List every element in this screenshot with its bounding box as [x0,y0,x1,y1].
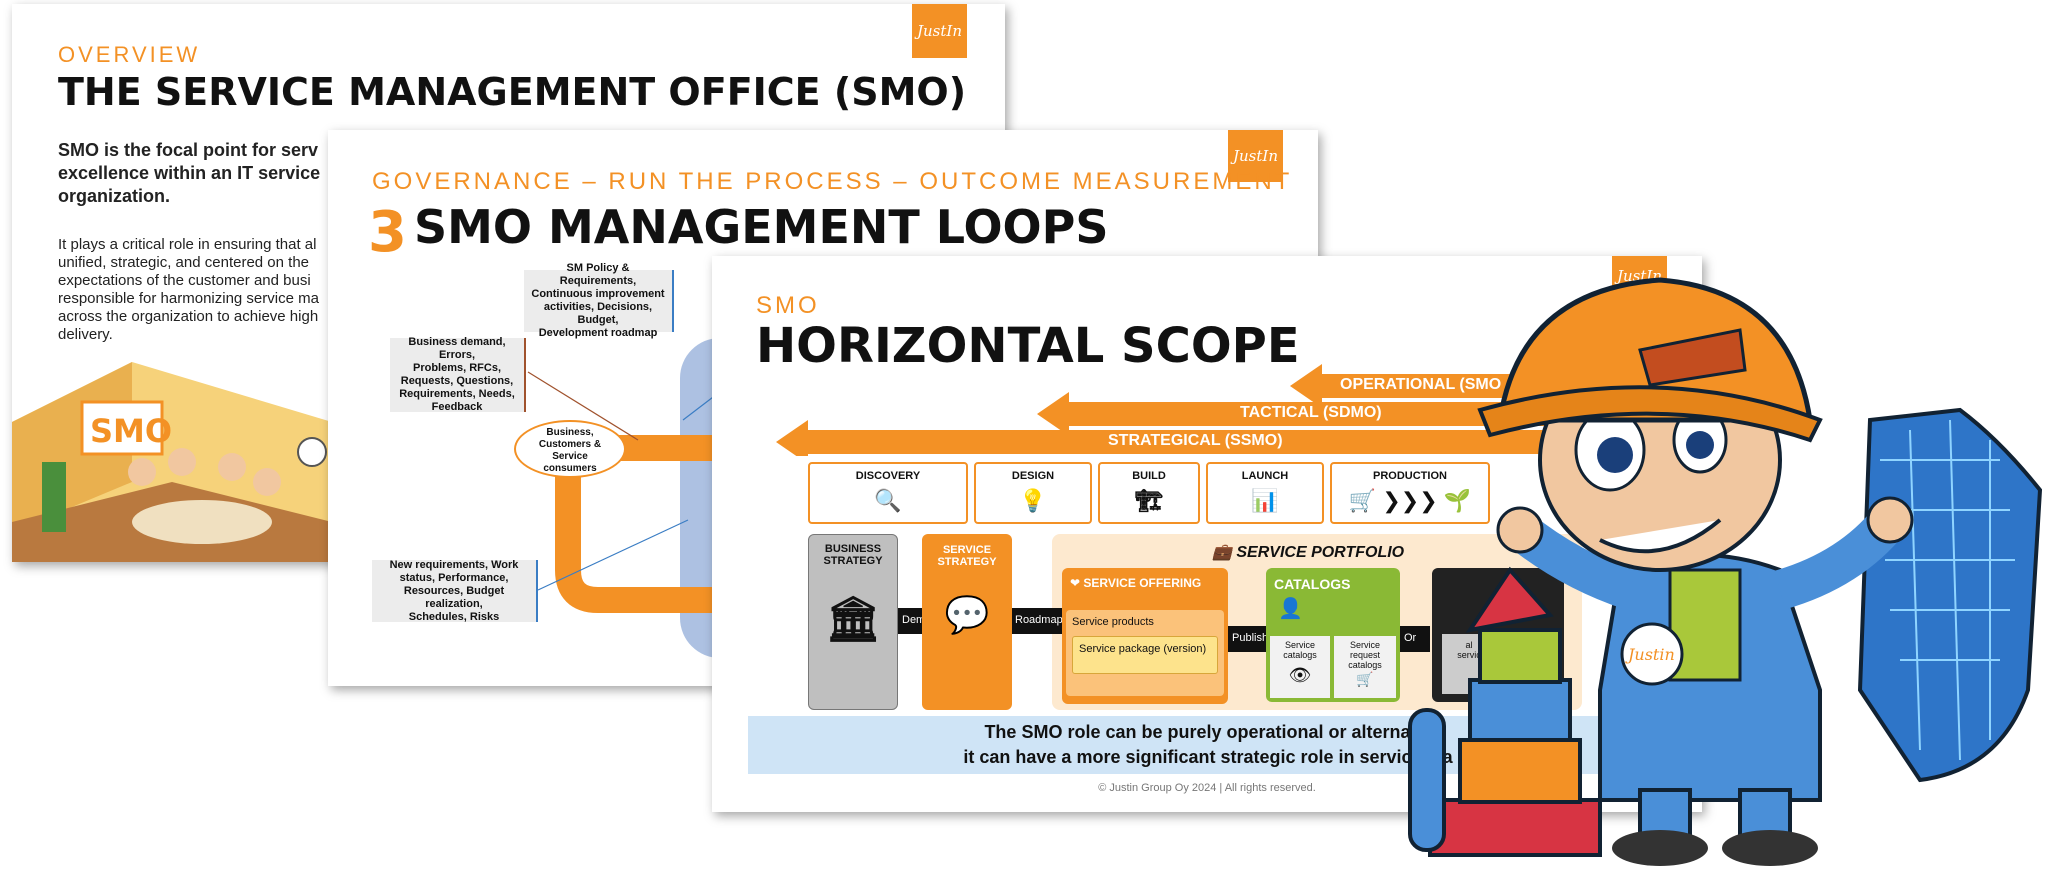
person-icon: 👤 [1278,598,1303,620]
business-strategy-block: BUSINESS STRATEGY 🏛 [808,534,898,710]
copyright-footer: © Justin Group Oy 2024 | All rights rese… [1098,782,1316,794]
heart-hand-icon: ❤ [1070,576,1084,590]
slide3-kicker: SMO [756,292,820,319]
slide2-title: SMO MANAGEMENT LOOPS [414,200,1109,254]
bank-icon: 🏛 [825,595,881,644]
order-arrow: Or [1400,626,1430,652]
phase-discovery: DISCOVERY 🔍 [808,462,968,524]
catalogs-title: CATALOGS [1274,576,1351,592]
service-request-catalogs-box: Service request catalogs 🛒 [1334,636,1396,698]
blueprint-icon [1857,407,2043,783]
arrow-tactical-label: TACTICAL (SDMO) [1240,404,1382,421]
phase-row: DISCOVERY 🔍 DESIGN 💡 BUILD 🏗 LAUNCH 📊 PR… [808,462,1688,526]
service-portfolio-title: 💼 SERVICE PORTFOLIO [1212,544,1405,561]
presentation-icon: 📊 [1251,488,1279,513]
phase-production: PRODUCTION 🛒 ❯❯❯ 🌱 [1330,462,1490,524]
service-products-box: Service products Service package (versio… [1066,610,1224,696]
slide3-title: HORIZONTAL SCOPE [756,318,1300,374]
lightbulb-icon: 💡 [1019,488,1047,513]
justin-logo: JustIn [912,4,967,58]
cart-growth-icon: 🛒 ❯❯❯ 🌱 [1348,488,1472,513]
justin-logo: JustIn [1228,130,1283,182]
briefcase-icon: 💼 [1212,544,1237,561]
mascot-badge: Justin [1625,645,1675,664]
slide2-kicker: GOVERNANCE – RUN THE PROCESS – OUTCOME M… [372,168,1293,195]
slide2-number: 3 [368,200,407,265]
phase-launch: LAUNCH 📊 [1206,462,1324,524]
box-new-requirements: New requirements, Work status, Performan… [372,559,538,623]
slide1-title: THE SERVICE MANAGEMENT OFFICE (SMO) [58,70,967,114]
catalogs-block: CATALOGS 👤 Service catalogs 👁 Service re… [1266,568,1400,702]
customers-ellipse: Business, Customers & Service consumers [514,420,626,478]
toy-blocks-icon [1408,566,1602,857]
arrow-operational-label: OPERATIONAL (SMO [1340,376,1502,393]
cart-icon: 🛒 [1356,671,1374,687]
service-offering-block: ❤ SERVICE OFFERING Service products Serv… [1062,568,1228,704]
arrow-strategical-label: STRATEGICAL (SSMO) [1108,432,1283,449]
service-strategy-block: SERVICE STRATEGY 💬 [922,534,1012,710]
heart-chat-icon: 💬 [944,594,990,635]
construction-mascot-illustration: Justin [1408,277,2043,866]
service-offering-title: ❤ SERVICE OFFERING [1070,576,1202,590]
eye-icon: 👁 [1288,665,1312,685]
box-policy-requirements: SM Policy & Requirements, Continuous imp… [524,262,674,339]
slide1-lead: SMO is the focal point for serv excellen… [58,140,321,206]
hard-hat-icon [1477,277,1823,443]
phase-design: DESIGN 💡 [974,462,1092,524]
smo-room-illustration: SMO [12,362,332,562]
service-catalogs-box: Service catalogs 👁 [1270,636,1330,698]
crane-icon: 🏗 [1135,488,1163,513]
magnifier-chart-icon: 🔍 [874,488,902,513]
slide1-kicker: OVERVIEW [58,42,201,67]
smo-sign: SMO [90,412,172,450]
service-package-box: Service package (version) [1072,636,1218,674]
phase-build: BUILD 🏗 [1098,462,1200,524]
box-business-demand: Business demand, Errors, Problems, RFCs,… [390,336,526,413]
slide1-body: It plays a critical role in ensuring tha… [58,236,319,343]
